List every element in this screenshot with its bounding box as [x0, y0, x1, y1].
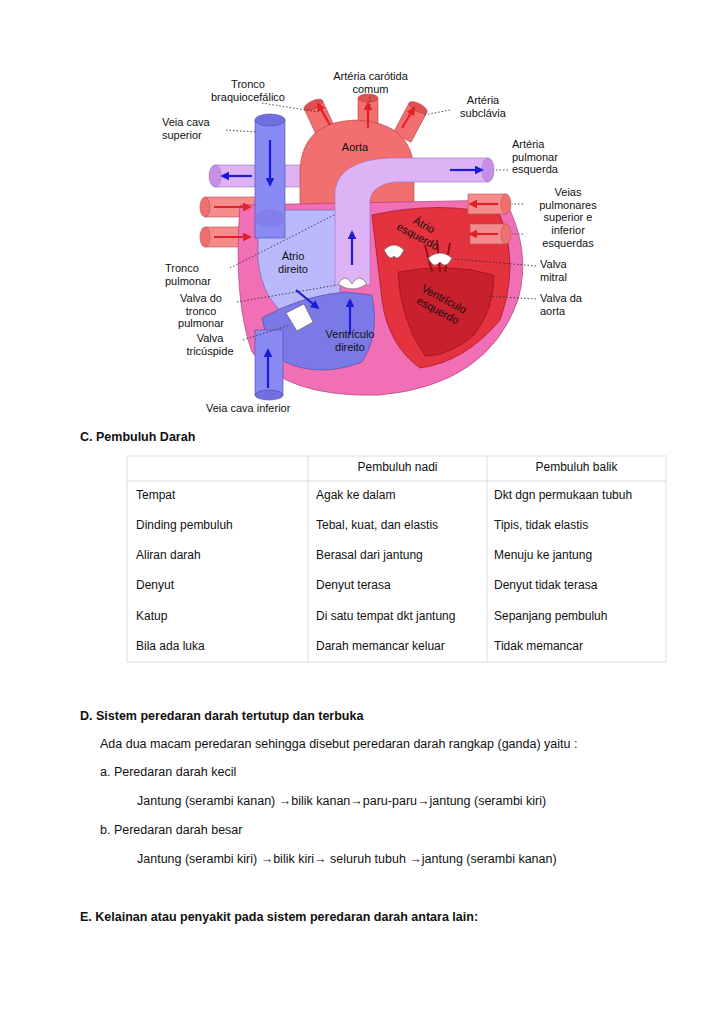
table-cell: Dinding pembuluh [136, 519, 306, 533]
table-cell: Tebal, kuat, dan elastis [316, 519, 486, 533]
table-cell: Sepanjang pembuluh [494, 610, 664, 624]
table-cell: Agak ke dalam [316, 489, 486, 503]
body-text: b. Peredaran darah besar [100, 823, 700, 837]
table-cell: Berasal dari jantung [316, 549, 486, 563]
table-cell: Tempat [136, 489, 306, 503]
table-cell: Aliran darah [136, 549, 306, 563]
table-cell: Denyut terasa [316, 579, 486, 593]
table-cell: Denyut tidak terasa [494, 579, 664, 593]
section-heading: E. Kelainan atau penyakit pada sistem pe… [80, 910, 700, 924]
part-label: Valva do tronco pulmonar [168, 292, 234, 330]
part-label: Tronco braquiocefálico [198, 78, 298, 103]
body-text: a. Peredaran darah kecil [100, 765, 700, 779]
part-label: Ventrículo direito [314, 328, 386, 353]
table-cell: Tipis, tidak elastis [494, 519, 664, 533]
table-cell: Bila ada luka [136, 640, 306, 654]
part-label: Átrio direito [266, 250, 320, 275]
part-label: Valva tricúspide [180, 332, 240, 357]
part-label: Veias pulmonares superior e inferior esq… [527, 186, 609, 249]
part-label: Artéria pulmonar esquerda [512, 138, 578, 176]
table-header: Pembuluh nadi [308, 461, 487, 475]
table-cell: Katup [136, 610, 306, 624]
section-heading: C. Pembuluh Darah [80, 430, 380, 444]
table-cell: Darah memancar keluar [316, 640, 486, 654]
part-label: Tronco pulmonar [165, 262, 227, 287]
table-cell: Tidak memancar [494, 640, 664, 654]
body-text: Jantung (serambi kanan) →bilik kanan→par… [137, 794, 717, 808]
body-text: Jantung (serambi kiri) →bilik kiri→ selu… [137, 852, 717, 866]
table-header: Pembuluh balik [487, 461, 666, 475]
part-label: Artéria carótida comum [318, 70, 423, 95]
table-cell: Dkt dgn permukaan tubuh [494, 489, 664, 503]
table-cell: Menuju ke jantung [494, 549, 664, 563]
section-heading: D. Sistem peredaran darah tertutup dan t… [80, 709, 680, 723]
part-label: Artéria subclávia [452, 94, 514, 119]
table-cell: Denyut [136, 579, 306, 593]
body-text: Ada dua macam peredaran sehingga disebut… [100, 737, 720, 751]
part-label: Aorta [333, 141, 377, 154]
part-label: Valva mitral [540, 258, 596, 283]
table-cell: Di satu tempat dkt jantung [316, 610, 486, 624]
part-label: Valva da aorta [540, 292, 600, 317]
part-label: Veia cava inferior [206, 402, 326, 415]
part-label: Veia cava superior [162, 116, 226, 141]
